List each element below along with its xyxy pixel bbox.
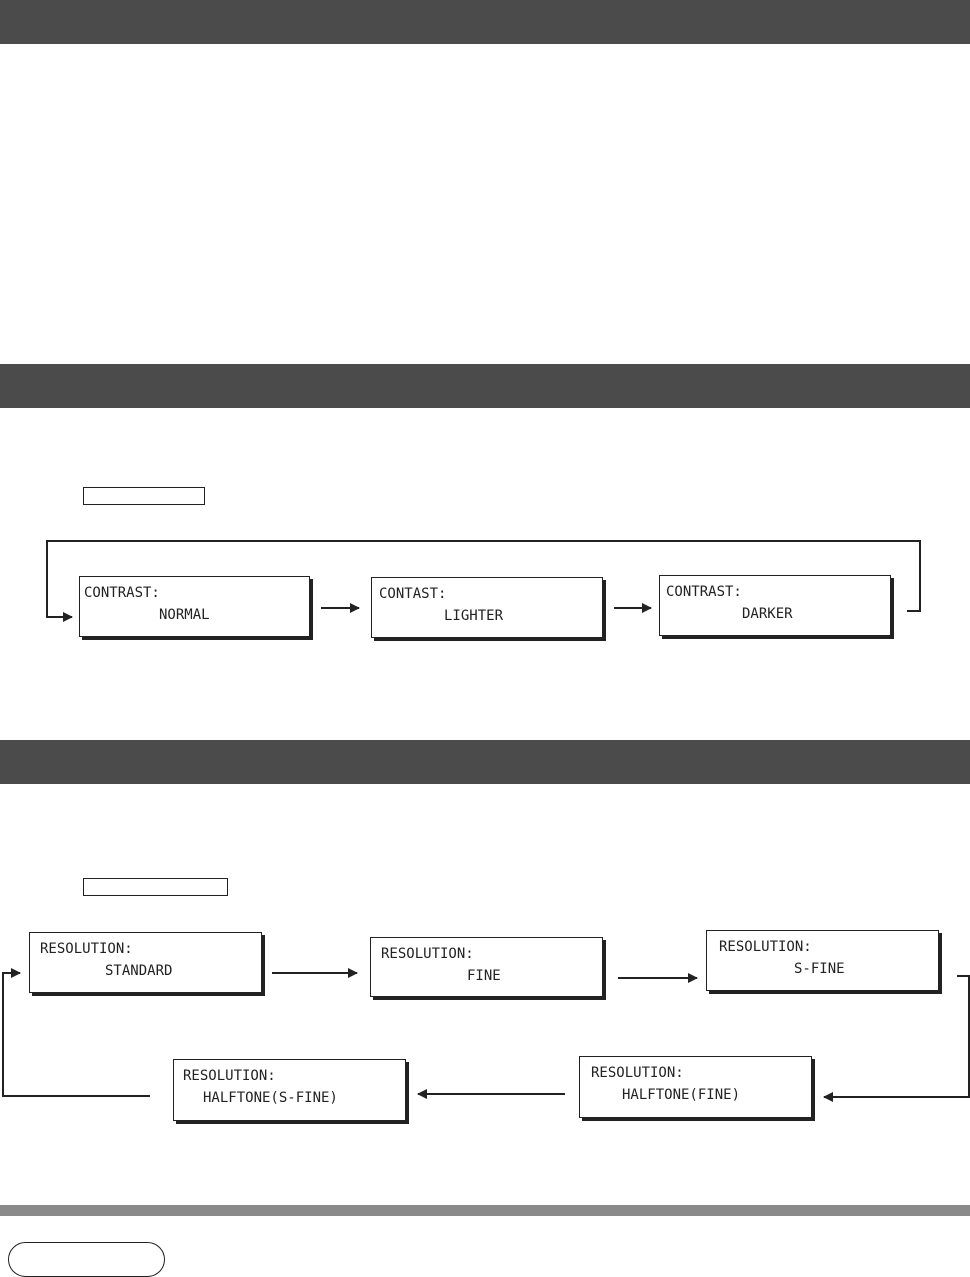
lcd-contrast-darker: CONTRAST: DARKER <box>659 575 891 636</box>
lcd-line1: CONTRAST: <box>666 584 742 600</box>
lcd-resolution-fine: RESOLUTION: FINE <box>370 937 603 997</box>
resolution-key-label <box>83 878 228 896</box>
lcd-line2: DARKER <box>742 606 793 622</box>
lcd-line1: RESOLUTION: <box>40 941 133 957</box>
lcd-line2: S-FINE <box>794 961 845 977</box>
lcd-line2: STANDARD <box>105 963 173 979</box>
page-number-pill <box>8 1242 165 1277</box>
lcd-line1: RESOLUTION: <box>719 939 812 955</box>
section-header-bar-2 <box>0 364 970 408</box>
footer-bar <box>0 1205 970 1216</box>
contrast-key-label <box>83 487 205 505</box>
resolution-arrow-5 <box>2 968 150 1097</box>
contrast-loop-line <box>46 540 921 622</box>
lcd-line1: CONTRAST: <box>84 585 160 601</box>
lcd-resolution-halftone-s-fine: RESOLUTION: HALFTONE(S-FINE) <box>173 1059 406 1121</box>
lcd-line1: RESOLUTION: <box>591 1065 684 1081</box>
lcd-contrast-normal: CONTRAST: NORMAL <box>79 576 310 637</box>
lcd-line1: CONTAST: <box>379 586 447 602</box>
lcd-resolution-standard: RESOLUTION: STANDARD <box>29 932 262 993</box>
lcd-line2: HALFTONE(S-FINE) <box>203 1090 338 1106</box>
section-header-bar-1 <box>0 0 970 44</box>
lcd-line1: RESOLUTION: <box>381 946 474 962</box>
lcd-resolution-halftone-fine: RESOLUTION: HALFTONE(FINE) <box>579 1056 812 1118</box>
lcd-resolution-s-fine: RESOLUTION: S-FINE <box>706 930 939 991</box>
section-header-bar-3 <box>0 740 970 784</box>
lcd-line2: NORMAL <box>159 607 210 623</box>
lcd-line2: HALFTONE(FINE) <box>622 1087 741 1103</box>
lcd-contrast-lighter: CONTAST: LIGHTER <box>371 577 603 638</box>
lcd-line2: FINE <box>467 968 501 984</box>
lcd-line2: LIGHTER <box>444 608 504 624</box>
lcd-line1: RESOLUTION: <box>183 1068 276 1084</box>
resolution-arrow-3 <box>823 975 970 1102</box>
